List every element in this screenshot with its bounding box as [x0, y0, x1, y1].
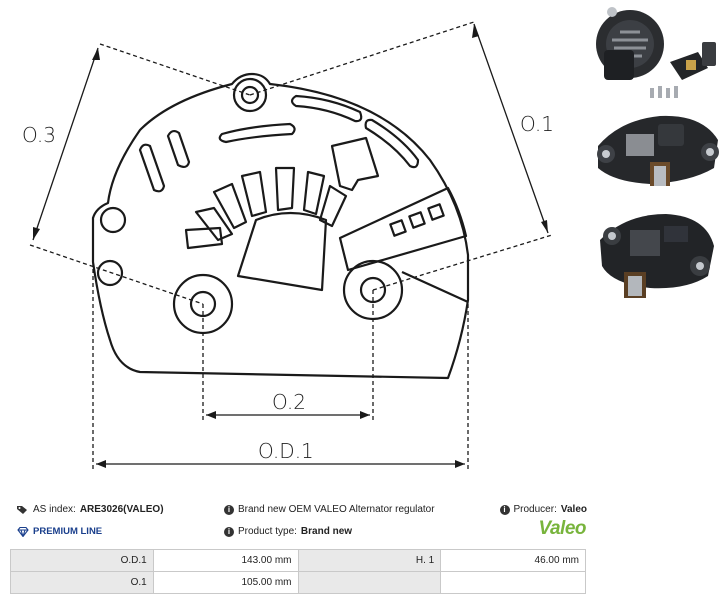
description-text: Brand new OEM VALEO Alternator regulator	[238, 504, 435, 515]
o3-dimension-line	[32, 47, 99, 241]
bottom-left-mount-inner	[189, 290, 217, 318]
premium-line-badge: PREMIUM LINE	[17, 526, 102, 537]
as-index-label: AS index:	[33, 504, 76, 515]
dimension-label-o1: O.1	[520, 112, 554, 136]
dimension-label-od1: O.D.1	[258, 439, 314, 463]
product-type-label: Product type:	[238, 526, 297, 537]
dimension-label-o3: O.3	[22, 123, 56, 147]
parameters-table: O.D.1 143.00 mm H. 1 46.00 mm O.1 105.00…	[10, 549, 586, 594]
as-index-value: ARE3026(VALEO)	[79, 504, 164, 515]
regulator-photo-front[interactable]	[590, 106, 722, 198]
param-label: H. 1	[297, 549, 442, 572]
o1-dimension-line	[473, 23, 549, 234]
bottom-right-mount-inner	[359, 276, 387, 304]
producer: i Producer: Valeo	[499, 504, 587, 515]
param-value: 143.00 mm	[152, 549, 299, 572]
regulator-outline	[91, 72, 470, 380]
regulator-photo-angle[interactable]	[590, 206, 722, 306]
param-value: 46.00 mm	[440, 549, 586, 572]
info-icon: i	[224, 526, 234, 537]
param-value	[440, 571, 586, 594]
producer-value: Valeo	[560, 504, 587, 515]
param-label: O.D.1	[10, 549, 154, 572]
param-value: 105.00 mm	[152, 571, 299, 594]
table-row: O.1 105.00 mm	[10, 571, 586, 594]
info-icon: i	[224, 504, 234, 515]
param-label: O.1	[10, 571, 154, 594]
premium-line-label: PREMIUM LINE	[33, 526, 103, 537]
top-mount-inner	[240, 85, 260, 105]
info-icon: i	[499, 504, 510, 515]
left-hole-lower	[96, 259, 124, 287]
product-type-value: Brand new	[300, 526, 353, 537]
regulator-photo-exploded[interactable]	[590, 2, 722, 102]
description: i Brand new OEM VALEO Alternator regulat…	[224, 504, 435, 515]
product-type: i Product type: Brand new	[224, 526, 352, 537]
diamond-icon	[17, 526, 29, 537]
as-index: AS index: ARE3026(VALEO)	[17, 504, 164, 515]
table-row: O.D.1 143.00 mm H. 1 46.00 mm	[10, 549, 586, 572]
technical-drawing: O.3 O.1 O.2 O.D.1	[22, 21, 554, 470]
tag-icon	[17, 505, 27, 514]
valeo-logo: Valeo	[538, 518, 587, 539]
dimension-label-o2: O.2	[272, 390, 306, 414]
producer-label: Producer:	[513, 504, 557, 515]
param-label	[297, 571, 442, 594]
top-mount-outer	[232, 77, 268, 113]
left-hole-upper	[99, 206, 127, 234]
